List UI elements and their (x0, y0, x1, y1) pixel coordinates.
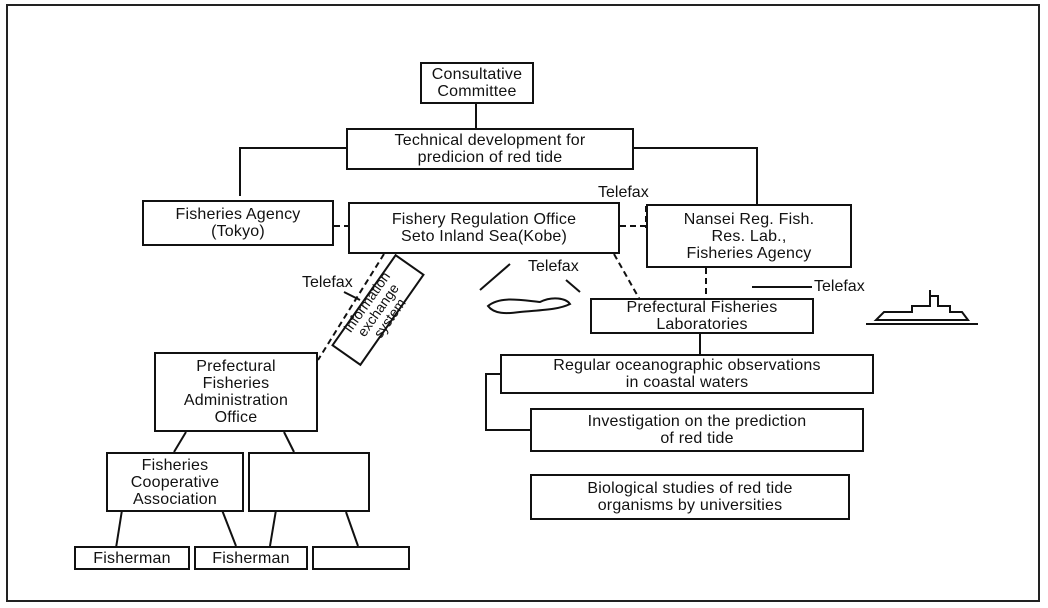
connector-obs-investigation (485, 373, 530, 431)
fisherman-box-2: Fisherman (194, 546, 308, 570)
blank-association-box (248, 452, 370, 512)
connector-coop-fisherman2 (221, 509, 237, 547)
pref-labs-line-2: Laboratories (656, 316, 748, 333)
ship-icon (866, 290, 978, 325)
coop-line-1: Fisheries (141, 456, 209, 474)
coop-line-2: Cooperative (130, 473, 220, 491)
pref-labs-line-1: Prefectural Fisheries (626, 299, 778, 316)
connector-telefax-ship (479, 263, 511, 291)
prefectural-admin-office-box: Prefectural Fisheries Administration Off… (154, 352, 318, 432)
blank-fisherman-box (312, 546, 410, 570)
fisheries-agency-box: Fisheries Agency (Tokyo) (142, 200, 334, 246)
coop-line-3: Association (132, 490, 218, 508)
telefax-label-mid: Telefax (528, 258, 579, 275)
nansei-line-1: Nansei Reg. Fish. (683, 210, 815, 228)
regulation-line-2: Seto Inland Sea(Kobe) (400, 228, 568, 245)
investigation-line-2: of red tide (660, 430, 734, 447)
nansei-line-3: Fisheries Agency (686, 244, 812, 262)
consultative-committee-box: Consultative Committee (420, 62, 534, 104)
connector-blank-blank (345, 511, 359, 547)
connector-technical-agency (239, 147, 346, 196)
nansei-line-2: Res. Lab., (711, 227, 787, 245)
connector-blank-fisherman2 (269, 509, 277, 547)
agency-line-2: (Tokyo) (211, 223, 265, 240)
diagram-frame (6, 4, 1040, 602)
prefectural-laboratories-box: Prefectural Fisheries Laboratories (590, 298, 814, 334)
fisherman-1-label: Fisherman (93, 549, 171, 567)
fishery-regulation-office-box: Fishery Regulation Office Seto Inland Se… (348, 202, 620, 254)
agency-line-1: Fisheries Agency (175, 206, 301, 223)
technical-line-1: Technical development for (394, 132, 586, 149)
technical-line-2: predicion of red tide (417, 149, 563, 166)
consultative-line-2: Committee (437, 83, 517, 100)
fisherman-box-1: Fisherman (74, 546, 190, 570)
fisherman-2-label: Fisherman (212, 549, 290, 567)
biological-line-1: Biological studies of red tide (587, 480, 793, 497)
telefax-label-right: Telefax (814, 278, 865, 295)
pref-admin-line-4: Office (214, 409, 258, 426)
connector-telefax-mid (565, 279, 581, 293)
fisheries-cooperative-box: Fisheries Cooperative Association (106, 452, 244, 512)
pref-admin-line-3: Administration (183, 392, 289, 409)
connector-admin-coop (173, 431, 187, 453)
connector-telefax-left (343, 291, 361, 301)
nansei-lab-box: Nansei Reg. Fish. Res. Lab., Fisheries A… (646, 204, 852, 268)
connector-regulation-admin (317, 253, 385, 361)
telefax-label-top: Telefax (598, 184, 649, 201)
regular-obs-line-1: Regular oceanographic observations (553, 357, 821, 374)
pref-admin-line-2: Fisheries (202, 375, 270, 392)
investigation-box: Investigation on the prediction of red t… (530, 408, 864, 452)
seto-inland-sea-map-icon (486, 297, 572, 315)
regular-observations-box: Regular oceanographic observations in co… (500, 354, 874, 394)
pref-admin-line-1: Prefectural (196, 358, 276, 375)
biological-line-2: organisms by universities (597, 497, 783, 514)
biological-studies-box: Biological studies of red tide organisms… (530, 474, 850, 520)
investigation-line-1: Investigation on the prediction (587, 413, 807, 430)
telefax-label-left: Telefax (302, 274, 353, 291)
connector-technical-nansei (634, 147, 758, 204)
connector-regulation-labs (613, 253, 641, 301)
consultative-line-1: Consultative (431, 66, 523, 83)
connector-admin-blank (283, 431, 295, 453)
regular-obs-line-2: in coastal waters (625, 374, 749, 391)
technical-development-box: Technical development for predicion of r… (346, 128, 634, 170)
connector-coop-fisherman1 (115, 509, 123, 549)
regulation-line-1: Fishery Regulation Office (391, 211, 577, 228)
